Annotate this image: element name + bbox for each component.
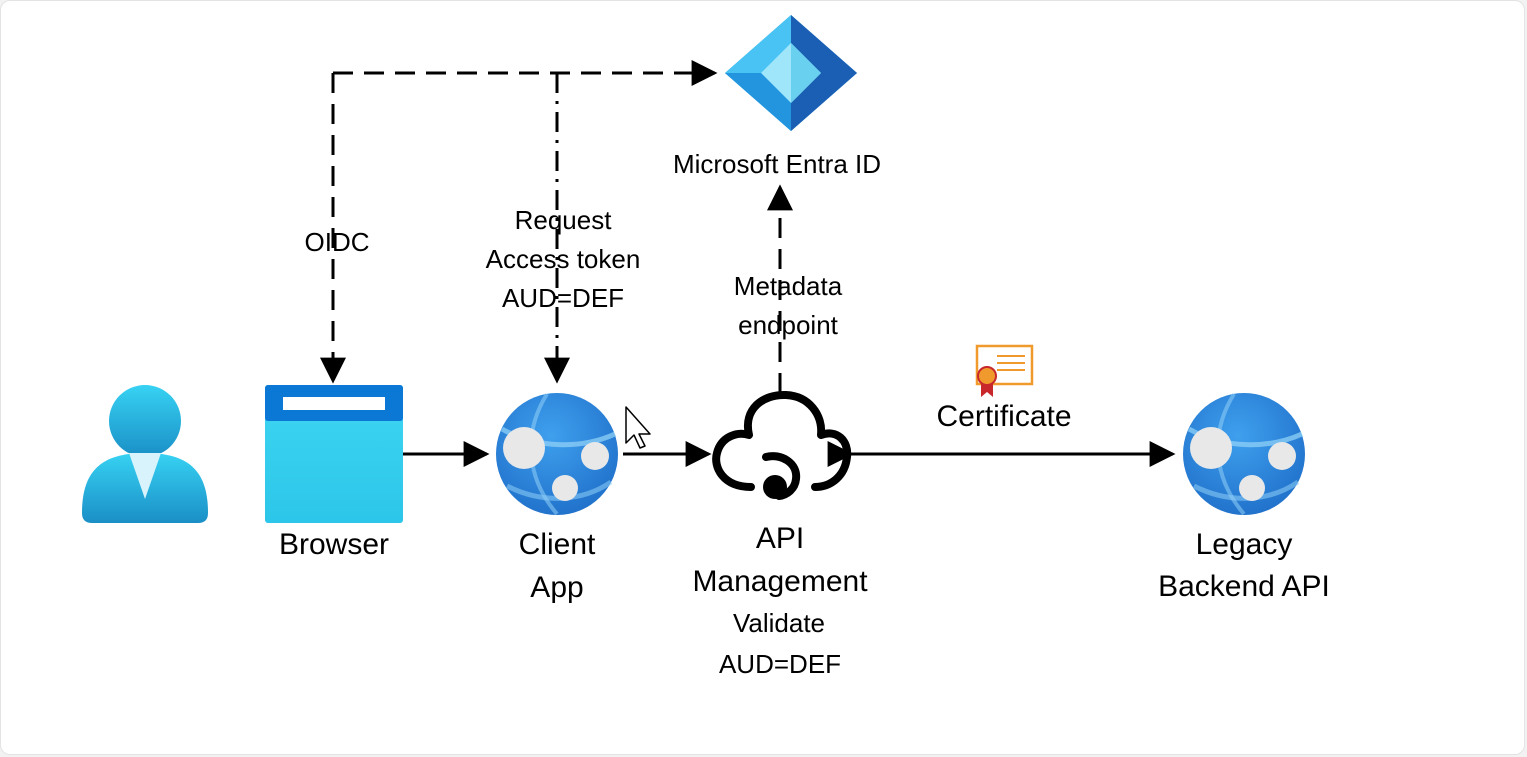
backend-label-line1: Legacy — [1195, 528, 1293, 561]
entra-id-pyramid-icon — [725, 15, 857, 131]
client-app-globe-icon — [496, 392, 618, 516]
backend-label-line2: Backend API — [1158, 570, 1330, 603]
apim-label-line1: API — [755, 522, 805, 555]
apim-label-line2: Management — [692, 565, 868, 598]
apim-label-line4: AUD=DEF — [718, 649, 842, 679]
certificate-label: Certificate — [936, 400, 1072, 433]
api-management-cloud-icon — [712, 390, 852, 500]
client-app-label-line2: App — [530, 571, 584, 604]
metadata-label-line2: endpoint — [738, 310, 838, 340]
request-label-line1: Request — [514, 205, 612, 235]
metadata-label-line1: Metadata — [733, 271, 843, 301]
request-label-line2: Access token — [485, 244, 641, 274]
browser-window-icon — [265, 385, 403, 523]
browser-label: Browser — [278, 528, 390, 561]
entra-id-label: Microsoft Entra ID — [672, 149, 882, 179]
request-label-line3: AUD=DEF — [501, 283, 625, 313]
client-app-label-line1: Client — [518, 528, 596, 561]
backend-globe-icon — [1183, 392, 1305, 516]
apim-label-line3: Validate — [732, 608, 826, 638]
mouse-cursor-icon — [625, 406, 651, 449]
oidc-label: OIDC — [304, 227, 370, 257]
user-icon — [82, 385, 208, 523]
certificate-icon — [975, 344, 1034, 397]
